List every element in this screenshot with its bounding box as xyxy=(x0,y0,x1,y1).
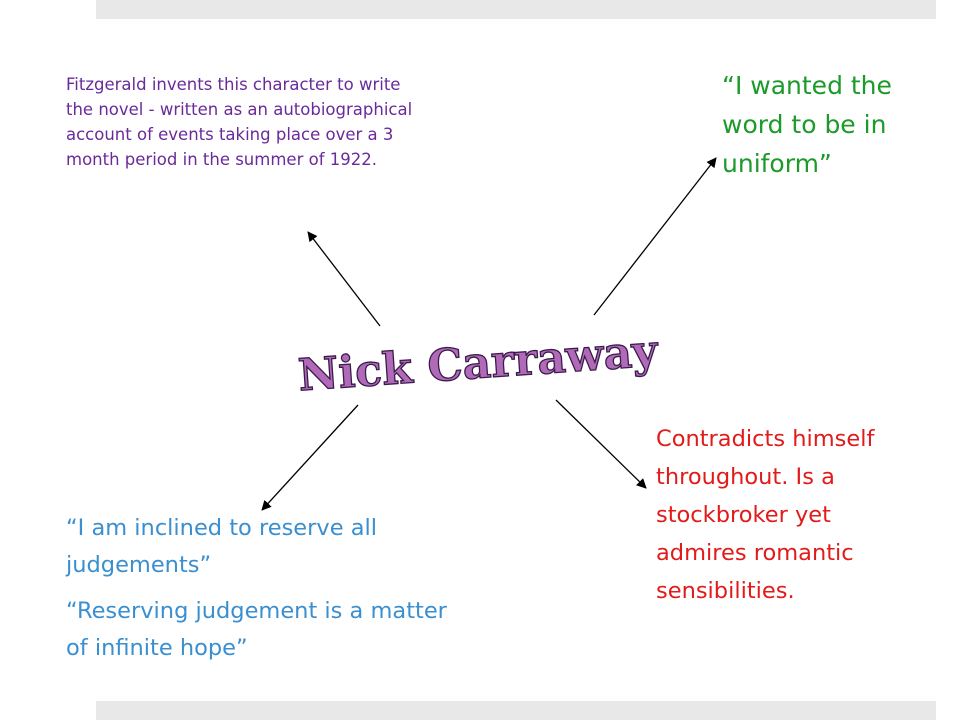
top-bar xyxy=(96,0,936,19)
note-top-left: Fitzgerald invents this character to wri… xyxy=(66,75,413,169)
note-top-right: “I wanted the word to be in uniform” xyxy=(722,71,892,178)
arrow-bottom-right xyxy=(555,399,647,489)
note-bottom-right: Contradicts himself throughout. Is a sto… xyxy=(656,426,875,604)
quote-reserve-judgements: “I am inclined to reserve all judgements… xyxy=(66,515,377,578)
arrow-bottom-left xyxy=(261,404,359,511)
arrow-top-right xyxy=(593,157,717,316)
central-title: Nick Carraway xyxy=(297,325,661,401)
arrow-top-left xyxy=(307,231,381,327)
bottom-bar xyxy=(96,701,936,720)
quote-infinite-hope: “Reserving judgement is a matter of infi… xyxy=(66,598,447,661)
note-bottom-left: “I am inclined to reserve all judgements… xyxy=(66,510,466,676)
